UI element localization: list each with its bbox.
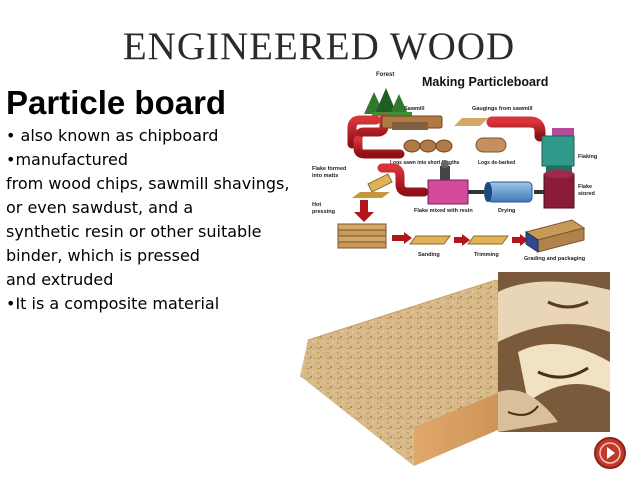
label-forest: Forest (376, 72, 394, 78)
wood-shavings-image (498, 272, 610, 432)
body-line: synthetic resin or other suitable (6, 222, 262, 241)
right-arrow-icon (462, 234, 470, 246)
slide-heading: Particle board (6, 84, 227, 121)
forming-icon (352, 173, 393, 198)
body-line: binder, which is pressed (6, 246, 200, 265)
label-flake-stored-1: Flake (578, 184, 592, 190)
label-flake-formed-1: Flake formed (312, 166, 346, 172)
label-flaking: Flaking (578, 154, 597, 160)
graded-stack-icon (524, 219, 586, 253)
body-line: • also known as chipboard (6, 126, 219, 145)
flake-silo-icon (543, 170, 575, 209)
pressed-boards-icon (337, 223, 387, 249)
resin-mixer-icon (427, 160, 469, 205)
debarked-logs-icon (475, 137, 507, 153)
body-line: or even sawdust, and a (6, 198, 194, 217)
particleboard-process-diagram: Making Particleboard Forest Sawmill Gaug… (312, 72, 597, 262)
sawmill-blade-icon (392, 122, 428, 130)
label-flake-formed-2: into matts (312, 173, 338, 179)
short-logs-icon (403, 139, 453, 153)
right-arrow-icon (520, 234, 528, 246)
label-sanding: Sanding (418, 252, 440, 258)
chevron-right-icon (607, 447, 615, 459)
nav-button-ring (599, 442, 621, 464)
flow-pipe (347, 115, 381, 149)
flow-pipe (353, 135, 405, 159)
label-logs-sawn: Logs sawn into short lengths (390, 160, 460, 166)
diagram-title: Making Particleboard (422, 75, 548, 89)
gaugings-icon (454, 118, 488, 126)
label-flake-stored-2: stored (578, 191, 595, 197)
body-line: •manufactured (6, 150, 128, 169)
right-arrow-icon (404, 232, 412, 244)
sanding-board-icon (409, 235, 451, 245)
body-line: from wood chips, sawmill shavings, (6, 174, 290, 193)
flow-pipe (486, 116, 546, 142)
trimming-board-icon (467, 235, 509, 245)
label-drying: Drying (498, 208, 515, 214)
label-hot-pressing-1: Hot (312, 202, 321, 208)
down-arrow-icon (354, 212, 374, 222)
body-line: •It is a composite material (6, 294, 220, 313)
drying-drum-icon (484, 181, 533, 203)
label-sawmill: Sawmill (404, 106, 425, 112)
label-flake-mixed: Flake mixed with resin (414, 208, 473, 214)
label-gaugings: Gaugings from sawmill (472, 106, 533, 112)
label-hot-pressing-2: pressing (312, 209, 335, 215)
label-grading: Grading and packaging (524, 256, 585, 262)
body-line: and extruded (6, 270, 114, 289)
label-logs-debarked: Logs de-barked (478, 160, 515, 166)
flaking-machine-icon (541, 128, 575, 174)
next-slide-button[interactable] (593, 436, 627, 470)
flow-pipe (377, 163, 429, 197)
label-trimming: Trimming (474, 252, 499, 258)
forest-icon (364, 88, 412, 116)
slide-title: ENGINEERED WOOD (122, 25, 516, 68)
